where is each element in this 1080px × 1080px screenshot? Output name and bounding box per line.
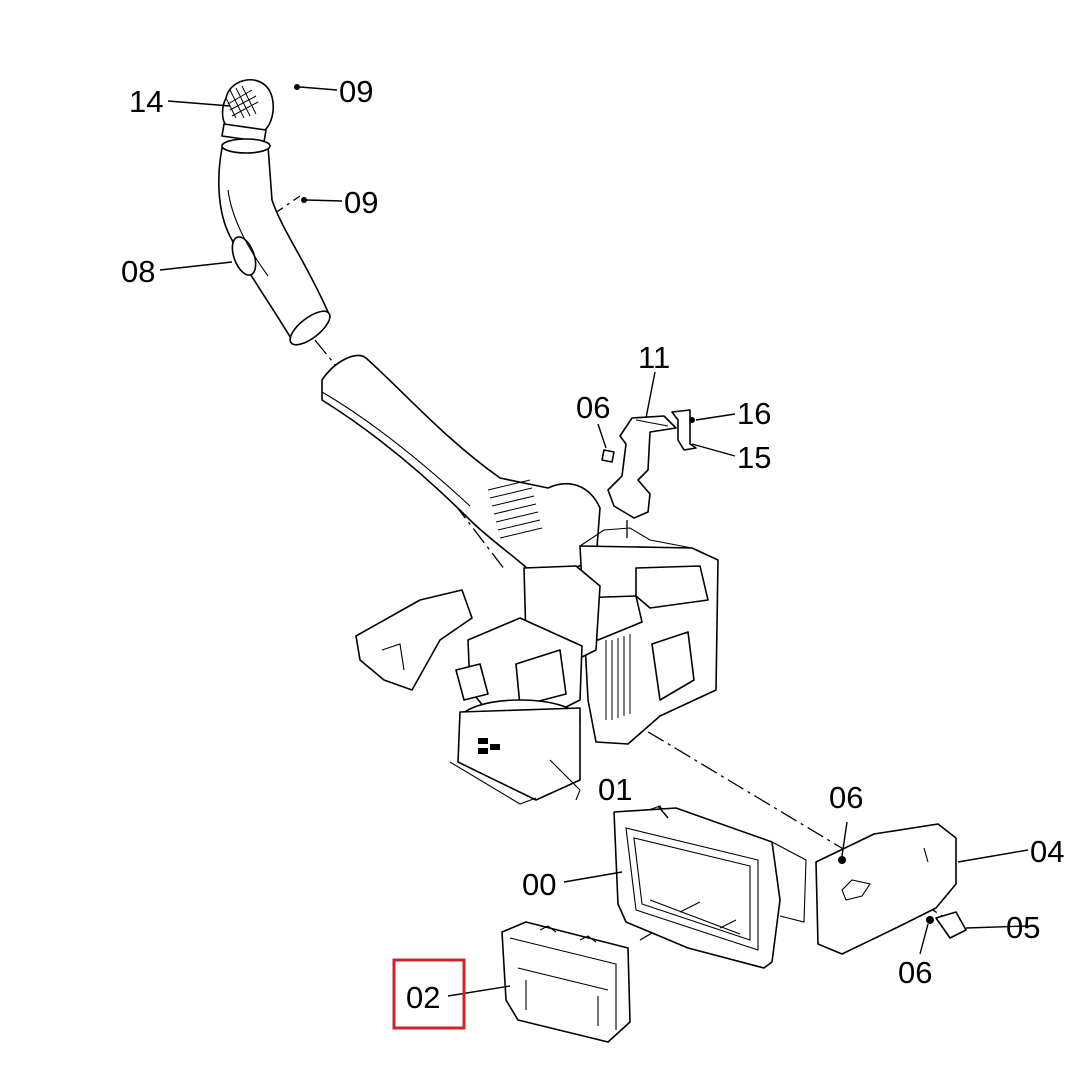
callout-01: 01 xyxy=(598,772,632,807)
fasteners xyxy=(294,84,934,924)
part-02-filter-element xyxy=(501,921,631,1043)
callout-15: 15 xyxy=(737,440,771,475)
part-04-side-cover xyxy=(815,823,957,955)
callout-14: 14 xyxy=(129,84,163,119)
callout-11: 11 xyxy=(638,340,670,375)
highlight-box xyxy=(392,958,466,1030)
main-air-duct xyxy=(321,354,601,581)
callout-04: 04 xyxy=(1030,834,1064,869)
callout-06-lower: 06 xyxy=(898,955,932,990)
part-08-snorkel-duct xyxy=(218,138,331,346)
part-05-bolt xyxy=(935,911,967,939)
heater-unit xyxy=(355,527,719,805)
part-00-filter-housing xyxy=(613,807,807,969)
callout-09-top: 09 xyxy=(339,74,373,109)
leader-lines xyxy=(159,86,1029,997)
part-11-hose-bracket xyxy=(607,415,677,519)
callout-16: 16 xyxy=(737,396,771,431)
callout-labels: 14 09 09 08 11 06 16 15 01 06 04 00 05 0… xyxy=(121,74,1064,1015)
callout-06-upper: 06 xyxy=(576,390,610,425)
callout-00: 00 xyxy=(522,867,556,902)
callout-06-right: 06 xyxy=(829,780,863,815)
callout-05: 05 xyxy=(1006,910,1040,945)
callout-08: 08 xyxy=(121,254,155,289)
callout-09-middle: 09 xyxy=(344,185,378,220)
part-14-intake-cap xyxy=(221,78,274,143)
callout-02: 02 xyxy=(406,980,440,1015)
